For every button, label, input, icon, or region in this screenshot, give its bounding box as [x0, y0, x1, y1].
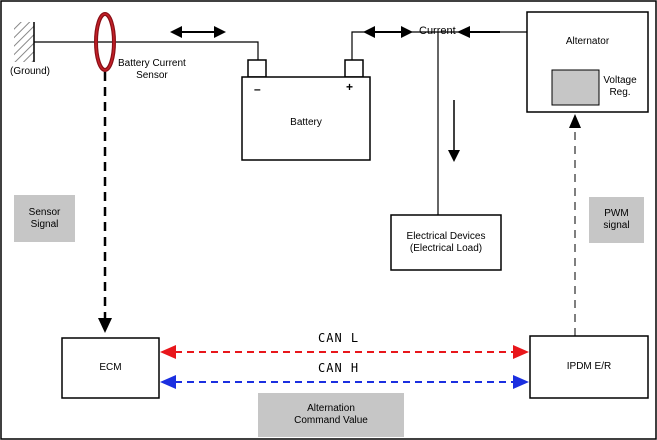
battery-label: Battery — [290, 117, 322, 128]
ipdm-label: IPDM E/R — [566, 361, 612, 372]
sensor-signal-box — [14, 195, 75, 242]
alternation-command-label: Alternation Command Value — [294, 403, 368, 426]
battery-negative-terminal — [247, 59, 267, 78]
current-label: Current — [419, 25, 456, 37]
battery-box — [241, 76, 371, 161]
pwm-signal-box — [589, 197, 644, 243]
ground-symbol — [14, 22, 34, 62]
ipdm-box — [529, 335, 649, 399]
voltage-regulator-box — [551, 69, 600, 106]
can-l-line — [160, 345, 529, 359]
pwm-signal-label: PWM signal — [603, 208, 630, 231]
sensor-signal-line — [98, 72, 112, 333]
current-double-arrow-left — [170, 26, 226, 38]
pwm-signal-line — [569, 114, 581, 336]
alternator-box — [526, 11, 649, 113]
can-l-label: CAN L — [318, 331, 360, 345]
ecm-label: ECM — [99, 362, 122, 373]
ground-label: (Ground) — [10, 66, 51, 77]
battery-plus-symbol: + — [346, 80, 354, 94]
can-h-label: CAN H — [318, 361, 360, 375]
current-left-arrow — [457, 26, 500, 38]
battery-positive-terminal — [344, 59, 364, 78]
ground-wire — [34, 41, 259, 60]
voltage-reg-label: Voltage Reg. — [603, 75, 637, 98]
sensor-signal-label: Sensor Signal — [28, 206, 61, 230]
current-double-arrow-mid — [363, 26, 413, 38]
ecm-box — [61, 337, 160, 399]
battery-minus-symbol: – — [254, 82, 261, 96]
electrical-load-box — [390, 214, 502, 271]
can-h-line — [160, 375, 529, 389]
battery-current-sensor-label: Battery Current Sensor — [118, 58, 186, 81]
electrical-devices-label: Electrical Devices (Electrical Load) — [406, 230, 486, 254]
alternation-command-box — [258, 393, 404, 437]
load-current-arrow — [448, 100, 460, 162]
alternator-label: Alternator — [565, 36, 610, 47]
